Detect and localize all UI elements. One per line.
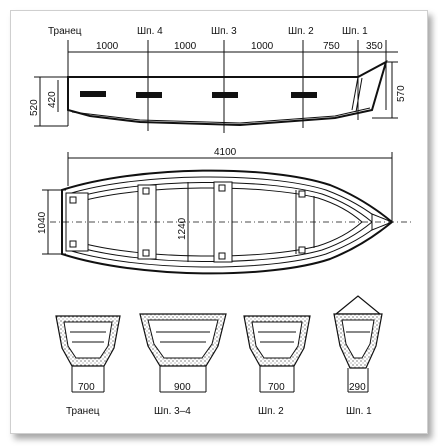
beam-1040: 1040	[37, 211, 48, 234]
spacing-1000-b: 1000	[174, 41, 197, 52]
seat-block	[136, 92, 162, 98]
spacing-ticks	[67, 40, 387, 133]
station-label-2: Шп. 2	[288, 26, 314, 37]
height-520: 520	[29, 99, 40, 116]
station-label-4: Шп. 4	[137, 26, 163, 37]
section-label-transom: Транец	[66, 406, 100, 417]
inner-1240: 1240	[177, 217, 188, 240]
seat-block	[291, 92, 317, 98]
station-label-transom: Транец	[48, 26, 82, 37]
frame-blocks	[69, 184, 306, 260]
station-label-1: Шп. 1	[342, 26, 368, 37]
section-width-3-4: 900	[174, 382, 191, 393]
section-1: 290 Шп. 1	[333, 295, 383, 417]
spacing-350: 350	[366, 41, 383, 52]
section-3-4: 900 Шп. 3–4	[139, 313, 227, 417]
section-width-transom: 700	[78, 382, 95, 393]
section-2: 700 Шп. 2	[243, 315, 311, 417]
plan-view: 4100 1040 1240	[37, 147, 412, 275]
station-label-3: Шп. 3	[211, 26, 237, 37]
section-width-1: 290	[349, 382, 366, 393]
stem-line	[351, 76, 359, 111]
section-transom: 700 Транец	[55, 315, 121, 417]
height-420: 420	[47, 91, 58, 108]
keel-inner-line	[71, 107, 371, 124]
section-label-2: Шп. 2	[258, 406, 284, 417]
section-width-2: 700	[268, 382, 285, 393]
height-570: 570	[396, 85, 407, 102]
spacing-1000-a: 1000	[96, 41, 119, 52]
seat-block	[80, 91, 106, 97]
spacing-750: 750	[323, 41, 340, 52]
profile-view: Транец Шп. 4 Шп. 3 Шп. 2 Шп. 1 1000 1000…	[29, 26, 407, 133]
seat-block	[212, 92, 238, 98]
section-label-1: Шп. 1	[346, 406, 372, 417]
length-4100: 4100	[214, 147, 237, 158]
spacing-1000-c: 1000	[251, 41, 274, 52]
section-label-3-4: Шп. 3–4	[154, 406, 191, 417]
